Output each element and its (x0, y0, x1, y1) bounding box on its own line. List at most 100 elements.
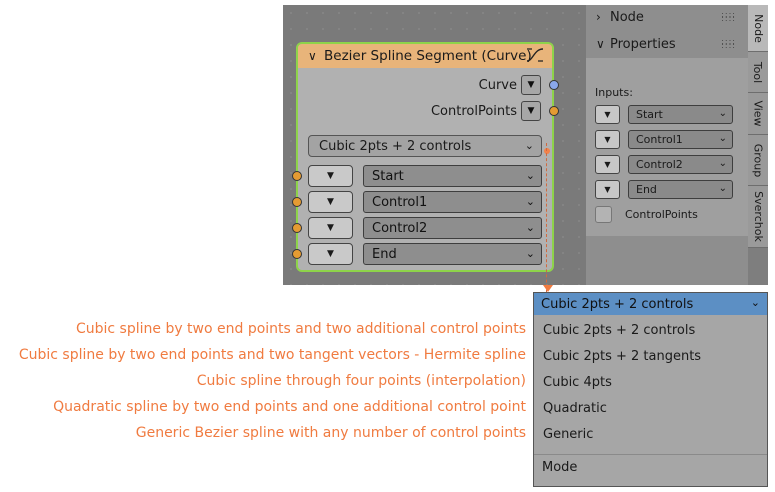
input-socket-control2[interactable] (292, 223, 302, 233)
node-header[interactable]: ∨ Bezier Spline Segment (Curve) (298, 44, 552, 68)
triangle-down-icon: ▼ (527, 106, 535, 116)
panel-node-header[interactable]: › Node (586, 5, 644, 29)
panel-input-row-start: ▼ Start ⌄ (595, 105, 733, 124)
annotation-generic: Generic Bezier spline with any number of… (135, 425, 526, 441)
input-socket-control1[interactable] (292, 197, 302, 207)
menu-item-cubic-2pts-2-tangents[interactable]: Cubic 2pts + 2 tangents (543, 348, 702, 364)
input-socket-end[interactable] (292, 249, 302, 259)
panel-input-select-control2[interactable]: Control2 ⌄ (628, 155, 733, 174)
tab-label: Group (751, 143, 765, 177)
panel-input-label: Control1 (636, 133, 683, 146)
sidebar-tabs: Node Tool View Group Sverchok (748, 5, 768, 285)
output-menu-button-curve[interactable]: ▼ (521, 75, 541, 95)
chevron-down-icon: ⌄ (718, 108, 727, 119)
menu-item-cubic-2pts-2-controls[interactable]: Cubic 2pts + 2 controls (543, 322, 696, 338)
panel-input-label: Start (636, 108, 663, 121)
output-row-curve: Curve ▼ (479, 74, 541, 96)
drag-handle-icon[interactable]: :::::::: (721, 10, 736, 23)
triangle-down-icon: ▼ (327, 171, 334, 181)
panel-input-button-control2[interactable]: ▼ (595, 155, 620, 174)
panel-properties-label: Properties (610, 36, 676, 52)
dropdown-selected-label: Cubic 2pts + 2 controls (541, 296, 694, 312)
input-select-label: Control2 (372, 220, 428, 236)
pointer-arrow (543, 285, 553, 292)
annotation-cubic-4pts: Cubic spline through four points (interp… (196, 373, 526, 389)
chevron-down-icon: ⌄ (718, 133, 727, 144)
annotation-cubic-2pts-2-tangents: Cubic spline by two end points and two t… (18, 347, 526, 363)
chevron-down-icon: ⌄ (718, 158, 727, 169)
panel-input-row-control1: ▼ Control1 ⌄ (595, 130, 733, 149)
chevron-down-icon: ⌄ (525, 195, 535, 208)
triangle-down-icon: ▼ (604, 185, 611, 194)
input-select-end[interactable]: End ⌄ (363, 243, 542, 265)
chevron-right-icon: › (596, 10, 601, 24)
tab-view[interactable]: View (748, 93, 768, 135)
panel-input-button-control1[interactable]: ▼ (595, 130, 620, 149)
panel-properties-header[interactable]: ∨ Properties (586, 32, 676, 56)
tab-label: Node (751, 13, 765, 43)
menu-title: Mode (542, 460, 578, 475)
tab-tool[interactable]: Tool (748, 52, 768, 93)
chevron-down-icon[interactable]: ∨ (308, 49, 317, 63)
menu-item-quadratic[interactable]: Quadratic (543, 400, 607, 416)
input-menu-button-control2[interactable]: ▼ (308, 217, 353, 239)
chevron-down-icon: ⌄ (524, 139, 534, 152)
output-socket-controlpoints[interactable] (549, 106, 559, 116)
input-menu-button-end[interactable]: ▼ (308, 243, 353, 265)
node-title: Bezier Spline Segment (Curve) (324, 48, 532, 64)
input-select-control2[interactable]: Control2 ⌄ (363, 217, 542, 239)
mode-select-value: Cubic 2pts + 2 controls (319, 138, 472, 154)
panel-input-label: Control2 (636, 158, 683, 171)
tab-sverchok[interactable]: Sverchok (748, 186, 768, 248)
panel-input-select-control1[interactable]: Control1 ⌄ (628, 130, 733, 149)
controlpoints-checkbox[interactable] (595, 206, 612, 223)
triangle-down-icon: ▼ (327, 197, 334, 207)
triangle-down-icon: ▼ (604, 135, 611, 144)
mode-socket (544, 148, 550, 154)
panel-input-button-start[interactable]: ▼ (595, 105, 620, 124)
inputs-label: Inputs: (595, 86, 633, 99)
menu-divider (534, 454, 767, 455)
chevron-down-icon: ⌄ (750, 296, 760, 309)
chevron-down-icon: ⌄ (525, 169, 535, 182)
triangle-down-icon: ▼ (604, 160, 611, 169)
input-row-end: ▼ End ⌄ (308, 243, 542, 265)
bezier-spline-node[interactable]: ∨ Bezier Spline Segment (Curve) Curve ▼ … (292, 42, 559, 333)
chevron-down-icon: ⌄ (718, 183, 727, 194)
annotation-quadratic: Quadratic spline by two end points and o… (53, 399, 526, 415)
input-socket-start[interactable] (292, 171, 302, 181)
triangle-down-icon: ▼ (327, 223, 334, 233)
output-socket-curve[interactable] (549, 80, 559, 90)
input-select-label: Control1 (372, 194, 428, 210)
dropdown-selected[interactable]: Cubic 2pts + 2 controls ⌄ (534, 293, 767, 315)
tab-node[interactable]: Node (748, 5, 768, 52)
tab-label: View (751, 100, 765, 127)
input-select-start[interactable]: Start⌄ (363, 165, 542, 187)
input-menu-button-control1[interactable]: ▼ (308, 191, 353, 213)
menu-item-cubic-4pts[interactable]: Cubic 4pts (543, 374, 612, 390)
output-menu-button-controlpoints[interactable]: ▼ (521, 101, 541, 121)
input-select-label: End (372, 246, 397, 262)
panel-input-select-end[interactable]: End ⌄ (628, 180, 733, 199)
chevron-down-icon: ⌄ (525, 247, 535, 260)
drag-handle-icon[interactable]: :::::::: (721, 37, 736, 50)
tab-group[interactable]: Group (748, 135, 768, 186)
output-label-controlpoints: ControlPoints (430, 103, 517, 119)
menu-item-generic[interactable]: Generic (543, 426, 594, 442)
panel-input-label: End (636, 183, 657, 196)
panel-input-row-end: ▼ End ⌄ (595, 180, 733, 199)
panel-input-button-end[interactable]: ▼ (595, 180, 620, 199)
triangle-down-icon: ▼ (327, 249, 334, 259)
curve-icon (526, 48, 544, 62)
input-select-control1[interactable]: Control1 ⌄ (363, 191, 542, 213)
controlpoints-checkbox-label: ControlPoints (625, 208, 698, 221)
panel-node-label: Node (610, 9, 644, 25)
panel-input-row-control2: ▼ Control2 ⌄ (595, 155, 733, 174)
input-row-control2: ▼ Control2 ⌄ (308, 217, 542, 239)
panel-input-select-start[interactable]: Start ⌄ (628, 105, 733, 124)
mode-select[interactable]: Cubic 2pts + 2 controls ⌄ (308, 135, 542, 157)
chevron-down-icon: ⌄ (525, 221, 535, 234)
tab-label: Sverchok (751, 191, 765, 242)
input-menu-button-start[interactable]: ▼ (308, 165, 353, 187)
input-row-start: ▼ Start⌄ (308, 165, 542, 187)
